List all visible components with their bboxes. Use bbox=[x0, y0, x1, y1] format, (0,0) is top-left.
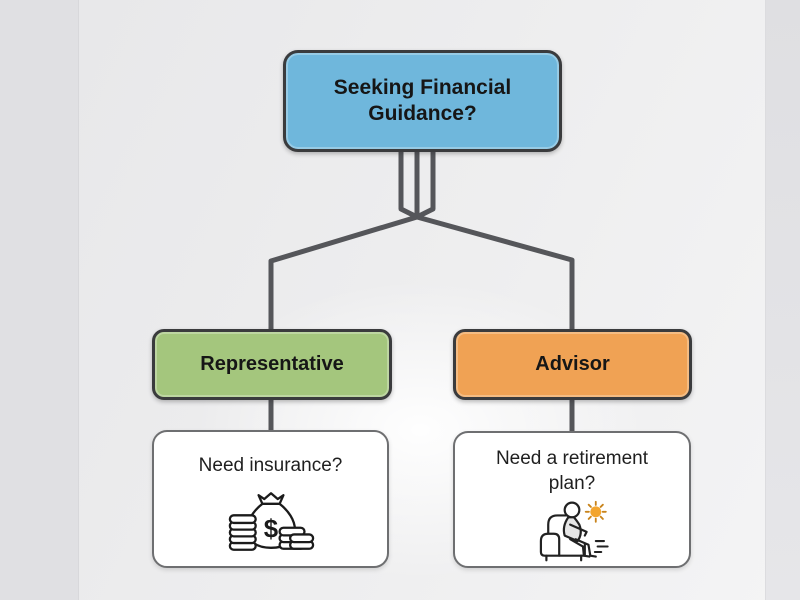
representative-node-label: Representative bbox=[200, 353, 344, 375]
coin-stack-right-short bbox=[288, 532, 314, 550]
card-need-insurance: Need insurance? bbox=[152, 430, 389, 568]
insurance-question-text: Need insurance? bbox=[198, 455, 343, 476]
node-seeking-financial-guidance: Seeking Financial Guidance? bbox=[283, 50, 562, 152]
person-leg-front bbox=[574, 538, 597, 559]
sun-icon bbox=[584, 501, 607, 524]
money-bag-icon: $ bbox=[227, 490, 315, 562]
connector-branch-right bbox=[416, 214, 575, 329]
connector-lines bbox=[268, 152, 575, 434]
background-left-edge bbox=[0, 0, 79, 600]
dollar-sign: $ bbox=[263, 515, 277, 543]
background-right-edge bbox=[765, 0, 800, 600]
person-head bbox=[563, 501, 581, 519]
person-leg-back bbox=[569, 538, 591, 559]
card-need-retirement-plan: Need a retirement plan? bbox=[453, 431, 691, 568]
connector-branch-left bbox=[268, 214, 418, 329]
person-torso bbox=[562, 516, 582, 543]
root-node-label: Seeking Financial Guidance? bbox=[333, 75, 512, 125]
retired-person-sun-icon bbox=[532, 499, 612, 571]
node-advisor: Advisor bbox=[453, 329, 692, 400]
chair-seat bbox=[558, 543, 586, 558]
advisor-node-label: Advisor bbox=[535, 353, 610, 375]
retirement-question-text: Need a retirement plan? bbox=[495, 448, 649, 494]
node-representative: Representative bbox=[152, 329, 392, 400]
person-arm bbox=[569, 523, 588, 538]
money-bag-knot bbox=[256, 491, 285, 505]
coin-stack-left bbox=[228, 513, 257, 551]
motion-lines bbox=[593, 540, 609, 554]
chair-armrest bbox=[539, 533, 561, 558]
